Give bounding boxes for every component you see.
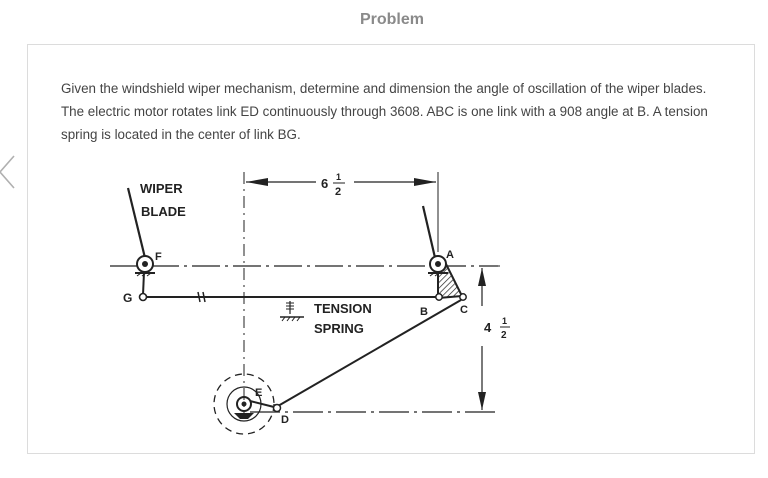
chevron-left-icon[interactable] (0, 154, 18, 190)
label-a: A (446, 249, 454, 261)
link-ed (249, 400, 275, 408)
label-tension: TENSION (314, 301, 372, 316)
label-d: D (281, 414, 289, 426)
link-break-mark (197, 291, 206, 303)
link-fg (142, 271, 145, 296)
label-f: F (155, 251, 162, 263)
problem-statement: Given the windshield wiper mechanism, de… (61, 81, 708, 142)
label-b: B (420, 306, 428, 318)
joint-g (138, 292, 148, 302)
pivot-a (428, 255, 448, 277)
problem-card: Given the windshield wiper mechanism, de… (27, 44, 755, 454)
label-spring: SPRING (314, 321, 364, 336)
dim-h-whole: 6 (321, 176, 328, 191)
dimension-horizontal (246, 178, 436, 186)
joint-c (459, 293, 467, 301)
label-wiper: WIPER (140, 181, 183, 196)
label-g: G (123, 291, 132, 305)
label-c: C (460, 304, 468, 316)
label-blade: BLADE (141, 204, 186, 219)
joint-b (435, 293, 443, 301)
link-cd (277, 299, 462, 407)
label-e: E (255, 387, 262, 399)
dim-v-num: 1 (502, 316, 507, 326)
page-title: Problem (359, 11, 424, 28)
dim-v-den: 2 (501, 330, 507, 341)
dim-v-whole: 4 (484, 320, 492, 335)
wiper-blade-right (421, 205, 438, 263)
joint-d (272, 403, 282, 413)
dim-h-num: 1 (336, 172, 341, 182)
tension-spring-icon (280, 301, 304, 322)
pivot-f (135, 255, 155, 277)
dimension-vertical (478, 265, 500, 410)
wiper-mechanism-diagram: WIPER BLADE F G (110, 172, 510, 435)
dim-h-den: 2 (335, 186, 341, 198)
wiper-blade-left (126, 187, 148, 263)
